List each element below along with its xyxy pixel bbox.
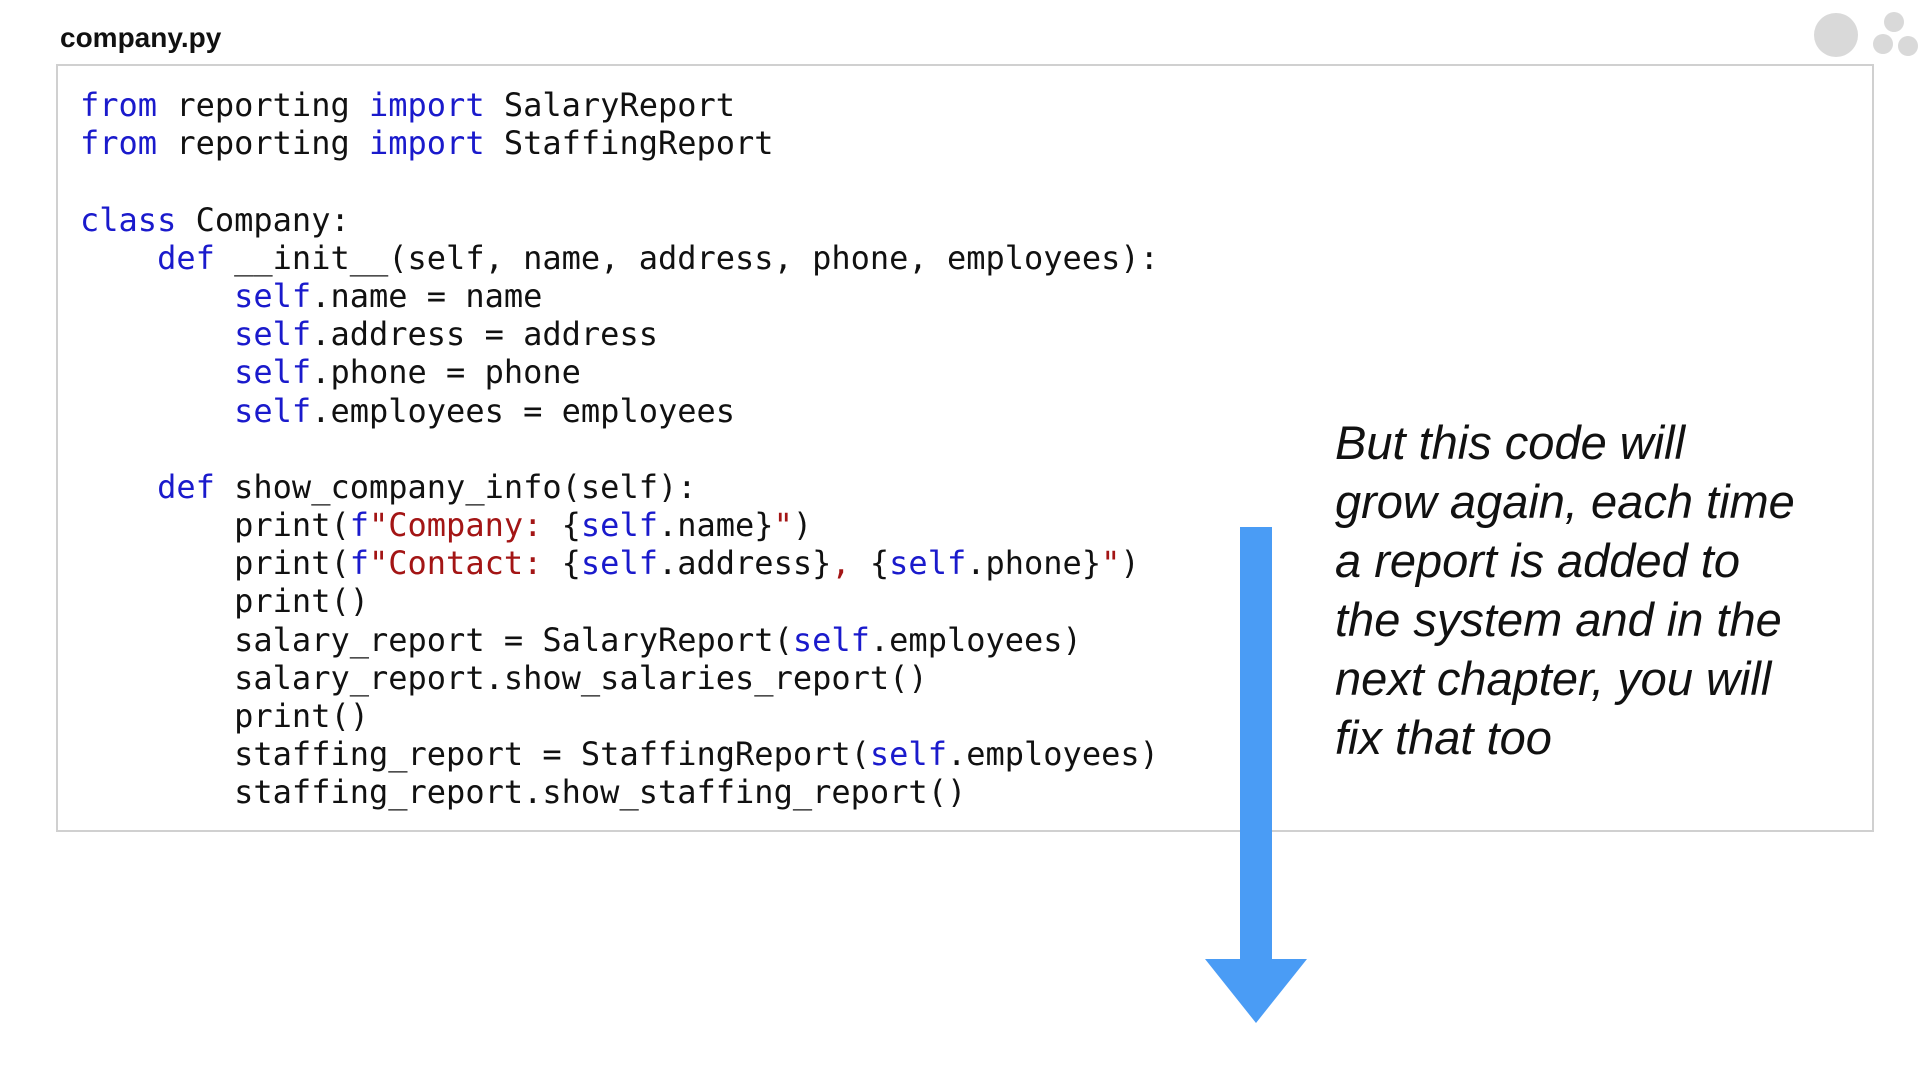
code-token: class bbox=[80, 200, 177, 239]
callout-line: next chapter, you will bbox=[1335, 652, 1772, 705]
file-name-label: company.py bbox=[60, 22, 222, 53]
code-token bbox=[80, 239, 157, 277]
code-token bbox=[80, 392, 234, 430]
code-token: .name = name bbox=[311, 276, 543, 315]
code-line: from reporting import SalaryReport bbox=[80, 86, 1159, 124]
code-token: salary_report = SalaryReport( bbox=[80, 620, 793, 659]
code-line: print() bbox=[80, 582, 1159, 620]
code-token: def bbox=[157, 238, 215, 277]
code-token: salary_report.show_salaries_report() bbox=[80, 658, 928, 697]
code-line: def show_company_info(self): bbox=[80, 468, 1159, 506]
code-token: "Contact: bbox=[368, 544, 562, 583]
code-token: "Company: bbox=[368, 506, 562, 545]
callout-line: But this code will bbox=[1335, 416, 1686, 469]
callout-text: But this code will grow again, each time a… bbox=[1335, 413, 1875, 767]
code-token: Company: bbox=[176, 200, 350, 239]
code-token bbox=[80, 315, 234, 353]
code-token: .employees) bbox=[869, 620, 1082, 659]
code-token: self bbox=[234, 353, 312, 392]
callout-line: grow again, each time bbox=[1335, 475, 1795, 528]
dots-logo-icon bbox=[1814, 12, 1918, 57]
code-token: { bbox=[869, 544, 890, 583]
code-token: self bbox=[234, 391, 312, 430]
arrow-down-icon bbox=[1205, 527, 1307, 1023]
code-token: __init__(self, name, address, phone, emp… bbox=[214, 238, 1159, 277]
code-token: { bbox=[561, 544, 581, 583]
code-token: .name} bbox=[657, 506, 774, 545]
code-line: def __init__(self, name, address, phone,… bbox=[80, 239, 1159, 277]
code-line bbox=[80, 162, 1159, 200]
code-token: self bbox=[234, 315, 312, 354]
code-token: .address = address bbox=[311, 315, 658, 354]
code-line: salary_report = SalaryReport(self.employ… bbox=[80, 621, 1159, 659]
code-token: { bbox=[561, 506, 581, 545]
code-token: .employees) bbox=[946, 735, 1159, 774]
code-line: salary_report.show_salaries_report() bbox=[80, 659, 1159, 697]
code-line: self.employees = employees bbox=[80, 392, 1159, 430]
code-token: .phone = phone bbox=[311, 353, 581, 392]
code-token: f bbox=[349, 506, 369, 545]
code-token: .address} bbox=[657, 544, 832, 583]
code-line: self.phone = phone bbox=[80, 353, 1159, 391]
code-token: ) bbox=[1120, 544, 1140, 583]
code-token: f bbox=[349, 544, 369, 583]
code-line: print(f"Contact: {self.address}, {self.p… bbox=[80, 544, 1159, 582]
code-line: from reporting import StaffingReport bbox=[80, 124, 1159, 162]
code-token: staffing_report.show_staffing_report() bbox=[80, 773, 967, 812]
code-line: self.address = address bbox=[80, 315, 1159, 353]
code-token: self bbox=[580, 544, 658, 583]
code-line bbox=[80, 430, 1159, 468]
code-token: print( bbox=[80, 506, 350, 545]
code-token: self bbox=[869, 735, 947, 774]
code-token: self bbox=[889, 544, 967, 583]
code-token: import bbox=[368, 86, 485, 124]
code-token bbox=[80, 353, 234, 391]
code-token: .phone} bbox=[966, 544, 1102, 583]
code-line: print(f"Company: {self.name}") bbox=[80, 506, 1159, 544]
code-token: " bbox=[1101, 544, 1121, 583]
code-token: show_company_info(self): bbox=[214, 467, 697, 506]
code-token: self bbox=[580, 506, 658, 545]
callout-line: fix that too bbox=[1335, 711, 1552, 764]
code-token: staffing_report = StaffingReport( bbox=[80, 735, 870, 774]
code-token: print() bbox=[80, 697, 369, 735]
code-token: ) bbox=[792, 506, 813, 545]
code-token: from bbox=[80, 86, 158, 124]
code-token: self bbox=[234, 276, 312, 315]
code-token: print() bbox=[80, 582, 369, 621]
code-token bbox=[80, 277, 234, 315]
code-line: self.name = name bbox=[80, 277, 1159, 315]
callout-line: a report is added to bbox=[1335, 534, 1740, 587]
code-token: , bbox=[831, 544, 870, 583]
code-token: reporting bbox=[157, 86, 369, 124]
code-token bbox=[80, 468, 157, 506]
code-token: .employees = employees bbox=[311, 391, 736, 430]
code-token: SalaryReport bbox=[484, 86, 736, 124]
code-token: StaffingReport bbox=[484, 124, 774, 163]
code-line: class Company: bbox=[80, 201, 1159, 239]
code-token: from bbox=[80, 124, 158, 163]
code-token: " bbox=[773, 506, 793, 545]
code-line: staffing_report.show_staffing_report() bbox=[80, 773, 1159, 811]
code-token: print( bbox=[80, 544, 350, 583]
code-token: reporting bbox=[157, 124, 369, 163]
callout-line: the system and in the bbox=[1335, 593, 1782, 646]
code-line: print() bbox=[80, 697, 1159, 735]
code-token: import bbox=[368, 124, 485, 163]
code-line: staffing_report = StaffingReport(self.em… bbox=[80, 735, 1159, 773]
code-token: def bbox=[157, 467, 215, 506]
code-token: self bbox=[792, 620, 870, 659]
